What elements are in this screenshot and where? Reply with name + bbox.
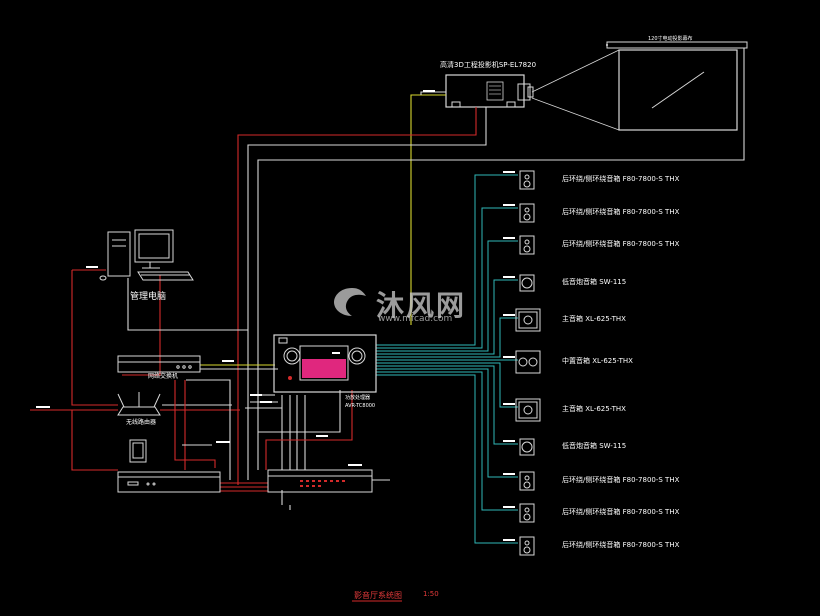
speaker-label: 主音箱 XL-625-THX xyxy=(562,315,626,323)
speaker-label: 后环绕/侧环绕音箱 F80-7800-S THX xyxy=(562,541,680,549)
wall-speaker-icon xyxy=(519,471,535,491)
speaker-label: 后环绕/侧环绕音箱 F80-7800-S THX xyxy=(562,240,680,248)
speaker-label: 中置音箱 XL-625-THX xyxy=(562,357,633,365)
computer-label: 管理电脑 xyxy=(130,292,167,302)
amp-label: 功放处理器 xyxy=(345,395,371,401)
wall-speaker-icon xyxy=(519,170,535,190)
router-label: 无线路由器 xyxy=(126,419,157,426)
wall-speaker-icon xyxy=(519,503,535,523)
main-speaker-icon xyxy=(515,308,541,332)
diagram-scale: 1:50 xyxy=(423,590,439,598)
wireless-router xyxy=(117,392,161,416)
subwoofer-icon xyxy=(519,438,535,456)
watermark-logo-icon xyxy=(334,288,366,316)
watermark-url: www.mfcad.com xyxy=(378,314,453,324)
projection-screen xyxy=(606,41,748,131)
network-switch xyxy=(117,355,201,373)
projector xyxy=(445,74,534,108)
subwoofer-icon xyxy=(519,274,535,292)
av-receiver xyxy=(273,334,377,393)
media-server xyxy=(117,471,221,493)
computer xyxy=(99,229,194,281)
projection-beam xyxy=(531,49,620,131)
center-speaker-icon xyxy=(515,350,541,374)
speaker-label: 后环绕/侧环绕音箱 F80-7800-S THX xyxy=(562,208,680,216)
watermark-text: 沐风网 xyxy=(376,289,467,322)
amp-model: AVR-TC8000 xyxy=(345,403,376,409)
projector-label: 高清3D工程投影机SP-EL7820 xyxy=(440,61,537,69)
speaker-label: 后环绕/侧环绕音箱 F80-7800-S THX xyxy=(562,476,680,484)
tablet xyxy=(129,439,147,463)
diagram-title: 影音厅系统图 xyxy=(354,591,402,600)
switch-label: 网络交换机 xyxy=(148,373,179,380)
speaker-label: 低音炮音箱 SW-115 xyxy=(562,278,627,286)
speaker-label: 后环绕/侧环绕音箱 F80-7800-S THX xyxy=(562,175,680,183)
speaker-label: 主音箱 XL-625-THX xyxy=(562,405,626,413)
speaker-label: 低音炮音箱 SW-115 xyxy=(562,442,627,450)
speaker-icons xyxy=(515,170,541,556)
wall-speaker-icon xyxy=(519,536,535,556)
audio-matrix xyxy=(267,469,373,493)
speaker-label: 后环绕/侧环绕音箱 F80-7800-S THX xyxy=(562,508,680,516)
wall-speaker-icon xyxy=(519,235,535,255)
main-speaker-icon xyxy=(515,398,541,422)
wall-speaker-icon xyxy=(519,203,535,223)
screen-label: 120寸电动投影幕布 xyxy=(648,36,693,42)
